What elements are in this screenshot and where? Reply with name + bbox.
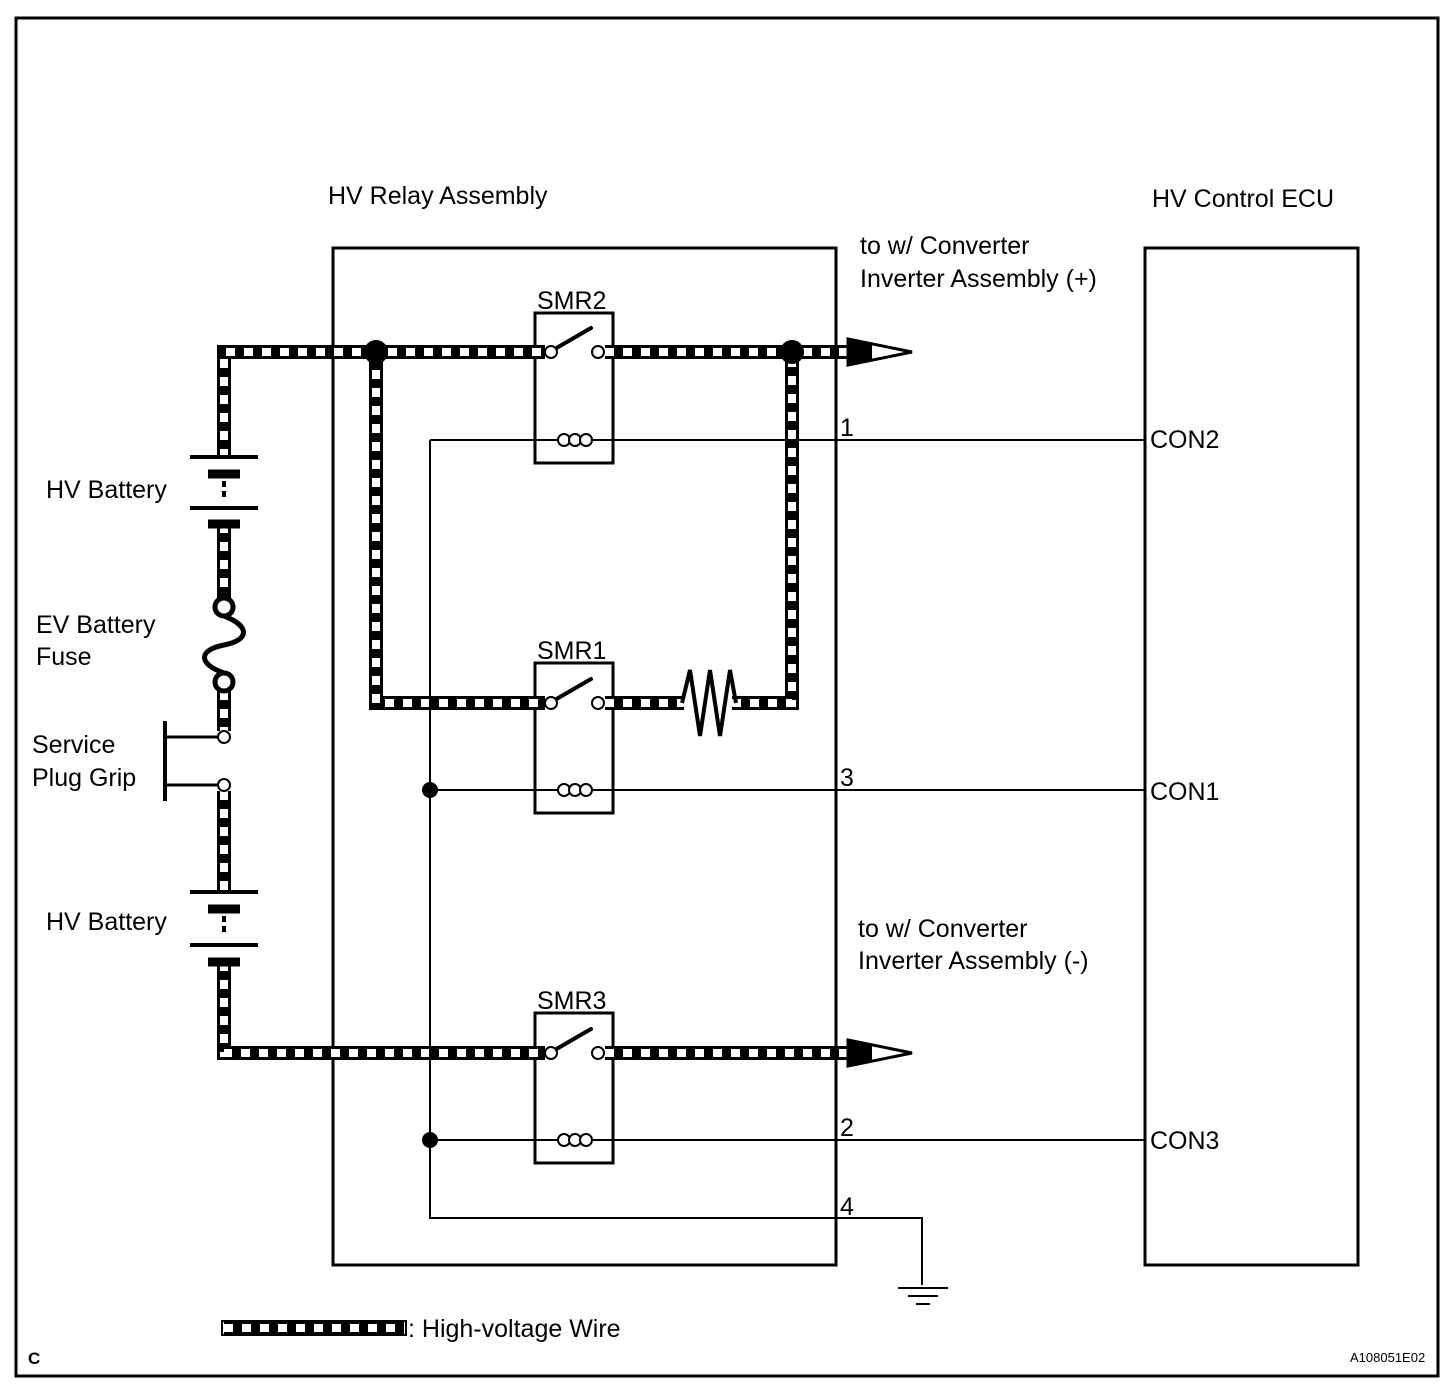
- legend-high-voltage-sample: [222, 1320, 406, 1336]
- negative-output-label-line2: Inverter Assembly (-): [858, 947, 1089, 975]
- hv-junction-dot: [780, 340, 804, 364]
- smr2-switch: [544, 326, 605, 359]
- legend-label: : High-voltage Wire: [408, 1315, 621, 1343]
- corner-code: C: [28, 1349, 40, 1368]
- terminal-3-label: 3: [840, 764, 854, 792]
- ground-symbol: [898, 1287, 948, 1305]
- positive-output-label-line2: Inverter Assembly (+): [860, 265, 1097, 293]
- ecu-pin-con2: CON2: [1150, 426, 1219, 454]
- hv-battery-upper-label: HV Battery: [46, 476, 167, 504]
- figure-id: A108051E02: [1350, 1350, 1425, 1365]
- terminal-4-label: 4: [840, 1193, 854, 1221]
- common-ground-wire: [429, 440, 923, 1285]
- negative-output-label-line1: to w/ Converter: [858, 915, 1028, 943]
- control-wiring: [422, 439, 1145, 1285]
- fuse-label-line1: EV Battery: [36, 611, 156, 639]
- positive-output-arrow: [846, 337, 913, 367]
- control-junction-dot: [422, 1132, 438, 1148]
- ecu-pin-con3: CON3: [1150, 1127, 1219, 1155]
- hv-battery-lower-label: HV Battery: [46, 908, 167, 936]
- control-junction-dot: [422, 782, 438, 798]
- hv-junction-dot: [364, 340, 388, 364]
- smr1-switch: [544, 677, 605, 710]
- smr3-coil: [557, 1133, 593, 1147]
- negative-output-arrow: [846, 1038, 913, 1068]
- positive-output-label-line1: to w/ Converter: [860, 232, 1030, 260]
- ecu-title: HV Control ECU: [1152, 185, 1334, 213]
- service-plug-grip-symbol: [163, 721, 231, 801]
- terminal-1-label: 1: [840, 414, 854, 442]
- ev-battery-fuse-symbol: [202, 595, 246, 694]
- fuse-label-line2: Fuse: [36, 643, 92, 671]
- relay-assembly-title: HV Relay Assembly: [328, 182, 548, 210]
- smr3-switch: [544, 1027, 605, 1060]
- hv-battery-lower-symbol: [190, 890, 258, 967]
- hv-control-ecu-box: [1143, 246, 1360, 1267]
- smr1-label: SMR1: [537, 637, 606, 665]
- smr1-coil: [557, 783, 593, 797]
- service-plug-label-line1: Service: [32, 731, 115, 759]
- hv-battery-upper-symbol: [190, 455, 258, 529]
- service-plug-label-line2: Plug Grip: [32, 764, 136, 792]
- smr2-label: SMR2: [537, 287, 606, 315]
- terminal-2-label: 2: [840, 1114, 854, 1142]
- smr2-coil: [557, 433, 593, 447]
- ecu-pin-con1: CON1: [1150, 778, 1219, 806]
- resistor-zigzag: [680, 669, 738, 737]
- page-frame: [14, 16, 1440, 1378]
- smr3-label: SMR3: [537, 987, 606, 1015]
